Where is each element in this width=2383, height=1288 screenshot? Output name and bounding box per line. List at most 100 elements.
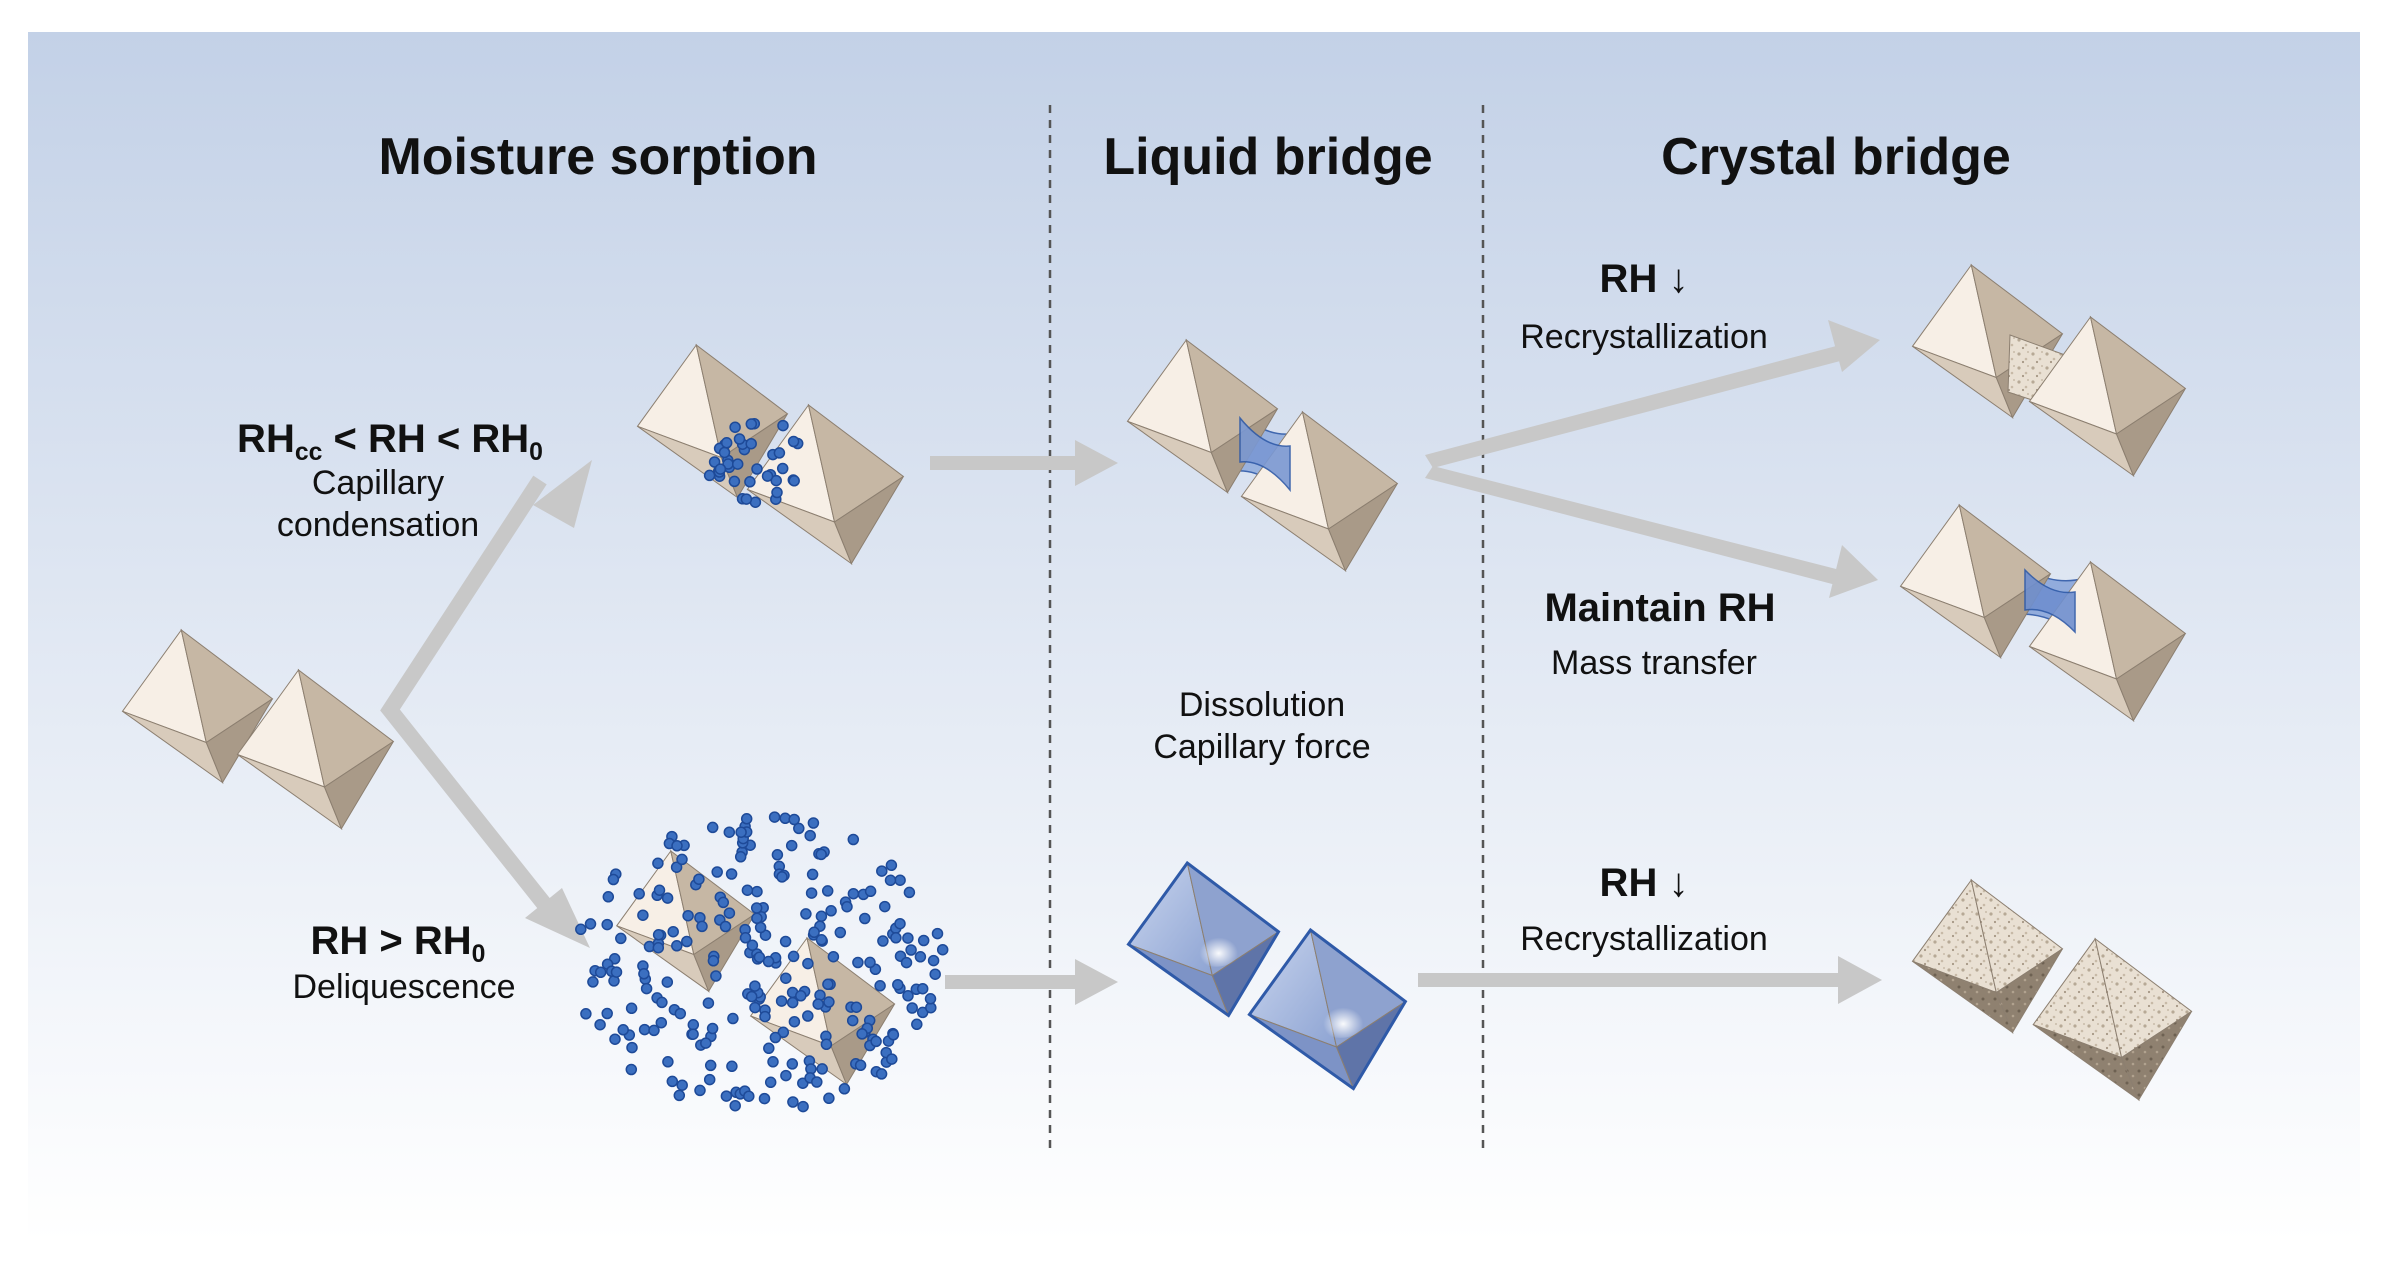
label-recrystallization-top: Recrystallization [1520, 318, 1768, 356]
rh-range-text: < RH < RH [322, 417, 530, 461]
water-molecule [601, 1007, 613, 1020]
water-molecule [750, 902, 763, 914]
water-molecule [729, 421, 741, 433]
crystal-pair-initial [121, 628, 395, 831]
water-molecule [587, 976, 599, 988]
water-molecule [661, 976, 674, 988]
octa-face [1327, 483, 1398, 572]
water-molecule [788, 813, 800, 826]
water-molecule [884, 874, 897, 887]
water-molecule [875, 1068, 888, 1080]
water-molecule [847, 887, 860, 900]
water-molecule [911, 1018, 923, 1031]
label-dissolution: Dissolution [1178, 686, 1346, 724]
liquid-bridge-front [2024, 568, 2076, 634]
water-molecule [594, 966, 607, 979]
water-molecule [894, 917, 906, 930]
water-molecule [892, 978, 904, 991]
water-molecule [749, 980, 761, 992]
crystal-pair-capillary [636, 343, 905, 566]
water-molecule [656, 996, 668, 1009]
water-molecule [931, 927, 944, 940]
water-molecule [671, 840, 683, 852]
water-molecule [580, 1008, 592, 1020]
water-molecule [739, 932, 752, 944]
water-molecule [885, 859, 898, 872]
condition-deliquescence-rh: RH > RH0 [311, 918, 486, 969]
water-molecule [887, 1029, 900, 1041]
water-molecule [735, 826, 747, 838]
water-molecule [827, 950, 840, 963]
water-molecule [771, 849, 784, 861]
water-molecule [808, 926, 820, 939]
water-molecule [759, 1010, 771, 1023]
water-molecule [823, 1092, 835, 1105]
crystal-pair-mass-transfer [1899, 503, 2187, 723]
octahedron-right [2028, 315, 2187, 478]
water-molecule [718, 446, 731, 459]
water-molecule [702, 997, 715, 1009]
header-crystal-bridge: Crystal bridge [1661, 128, 2011, 186]
water-molecule [770, 474, 782, 487]
water-molecule [773, 447, 786, 459]
water-molecule [786, 996, 799, 1009]
water-molecule [727, 1012, 739, 1025]
water-molecule [706, 821, 719, 834]
water-molecule [753, 951, 766, 964]
water-molecule [793, 822, 805, 835]
water-molecule [902, 932, 914, 944]
octahedron-left [1899, 503, 2052, 659]
water-molecule [929, 968, 941, 980]
water-molecule [815, 848, 827, 861]
water-molecule [914, 951, 927, 963]
condition-rh-decrease-top: RH ↓ [1599, 257, 1689, 301]
water-molecule [802, 1010, 814, 1022]
water-molecule [821, 885, 834, 897]
water-molecule [936, 943, 949, 956]
water-molecule [776, 462, 789, 475]
water-molecule [806, 868, 819, 881]
water-molecule [777, 1026, 790, 1039]
water-molecule [637, 909, 649, 921]
water-molecule [785, 839, 798, 852]
water-molecule [674, 1007, 687, 1020]
water-molecule [652, 929, 665, 941]
water-molecule [879, 900, 891, 913]
water-molecule [870, 1035, 882, 1048]
rh-gt-text: RH > RH [310, 919, 472, 963]
water-molecules-capillary [703, 417, 804, 508]
water-molecule [734, 851, 747, 863]
water-molecule [854, 1059, 867, 1072]
water-molecule [687, 1019, 700, 1031]
label-recrystallization-bottom: Recrystallization [1520, 920, 1768, 958]
water-molecule [633, 888, 645, 900]
water-molecule [729, 1099, 741, 1112]
octa-face [2120, 1010, 2193, 1101]
water-molecule [746, 939, 759, 952]
water-molecule [788, 475, 800, 487]
water-molecule [758, 1092, 771, 1105]
octa-face [833, 476, 904, 565]
crystal-pair-recrystallized [1911, 878, 2193, 1102]
water-molecule [800, 908, 812, 920]
liquid-outline [1247, 927, 1408, 1091]
water-molecule [676, 1079, 688, 1091]
water-molecule [797, 1100, 809, 1113]
water-molecule [652, 941, 665, 954]
water-molecule [815, 934, 828, 946]
water-molecule [787, 950, 800, 963]
water-molecule [745, 418, 758, 430]
water-molecule [745, 437, 757, 450]
zero-subscript: 0 [471, 940, 486, 968]
water-molecule [638, 968, 650, 980]
water-molecule [761, 470, 774, 482]
water-molecule [838, 1083, 851, 1095]
water-molecule [812, 998, 824, 1010]
condition-capillary-rh: RHcc < RH < RH0 [237, 416, 543, 467]
water-molecule [841, 900, 853, 913]
water-molecule [617, 1024, 629, 1036]
water-molecule [890, 932, 902, 944]
octahedron-right [236, 668, 395, 831]
water-molecule [864, 956, 876, 969]
water-molecule [852, 956, 864, 969]
